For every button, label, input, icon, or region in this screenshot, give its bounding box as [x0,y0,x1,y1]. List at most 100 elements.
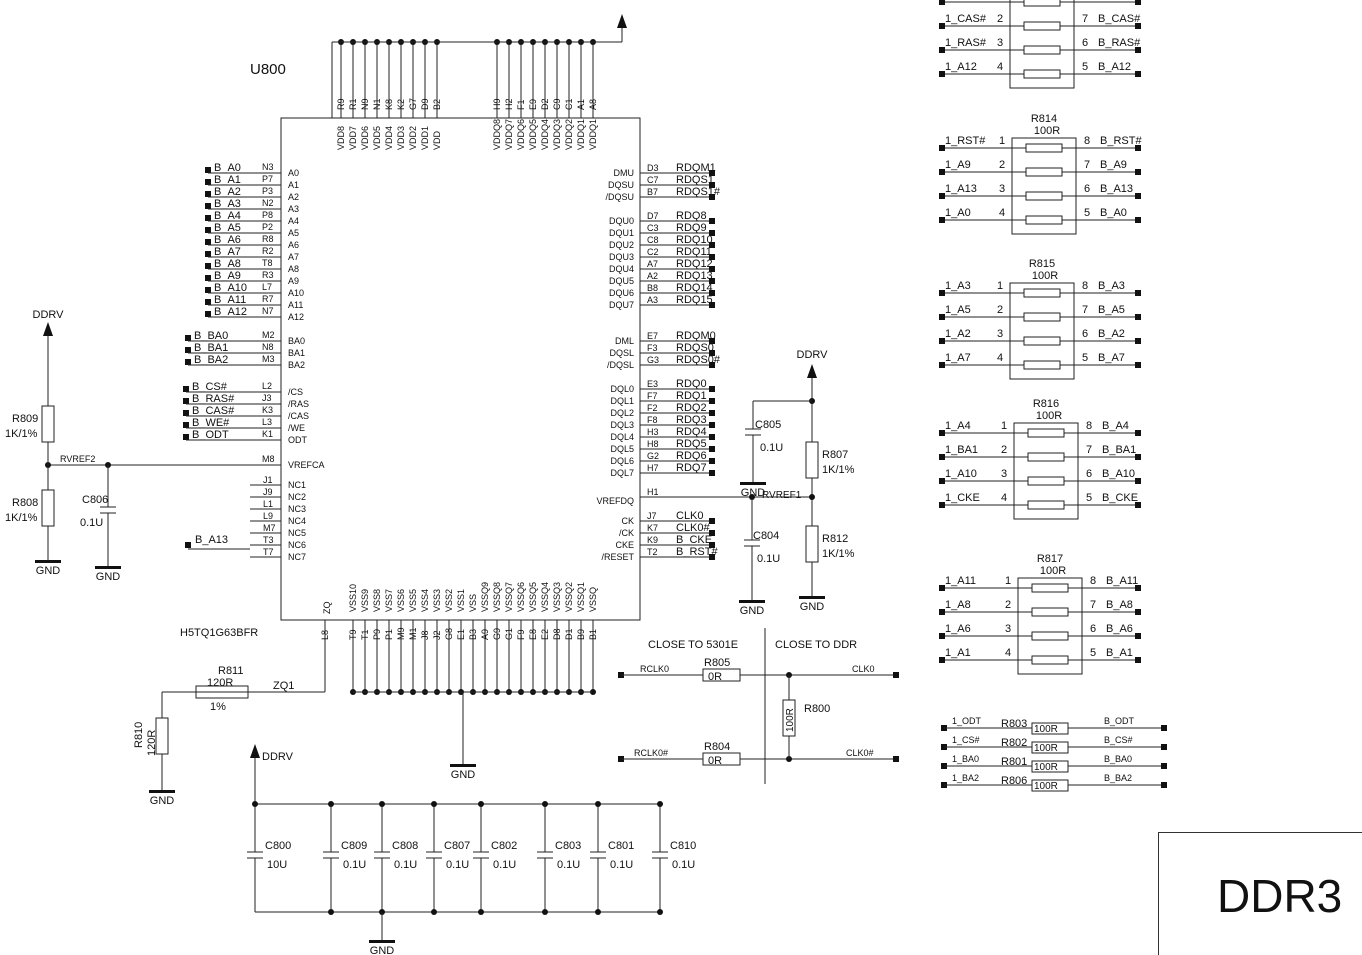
net-terminal [205,191,211,197]
net-label: B_A0 [214,162,241,174]
ground-symbol [369,940,395,943]
pin-number: A9 [480,629,490,640]
part-ref: R809 [12,413,38,425]
pin-name: VSS3 [432,589,442,612]
net-terminal [709,338,715,344]
net-label: 1_CKE [945,492,980,504]
part-ref: R815 [1029,258,1055,270]
net-terminal [709,278,715,284]
net-label: 1_A12 [945,61,977,73]
net-label: B_CAS# [1098,13,1141,25]
net-terminal [1135,657,1141,663]
net-terminal [1161,763,1167,769]
pin-name: VSSQ8 [492,582,502,612]
power-arrow [617,14,627,28]
resistor-r808 [41,489,55,527]
resistor-element [1025,167,1063,177]
pin-number: 5 [1090,647,1096,659]
pin-number: P1 [384,629,394,640]
part-value: 1K/1% [822,548,855,560]
net-terminal [939,338,945,344]
pin-name: DML [615,336,634,346]
pin-name: DQU2 [609,240,634,250]
pin-number: L8 [320,630,330,640]
resistor-element [1027,500,1065,510]
pin-name: VSS10 [348,584,358,612]
title-block: DDR3 [1158,832,1362,955]
net-label: B_BA0 [1104,754,1132,764]
net-terminal [939,362,945,368]
part-ref: C802 [491,840,517,852]
pin-name: /CK [619,528,634,538]
pin-number: R8 [262,234,274,244]
net-label: B_BA2 [194,354,228,366]
pin-number: C3 [647,223,659,233]
pin-name: DQU5 [609,276,634,286]
part-value: 1K/1% [822,464,855,476]
net-terminal [939,169,945,175]
net-label: 1_A11 [945,575,976,587]
ground-symbol [740,482,766,485]
pin-number: F7 [647,391,658,401]
net-terminal [205,239,211,245]
gnd-label: GND [451,769,476,781]
pin-number: E2 [540,629,550,640]
pin-number: K3 [262,405,273,415]
net-terminal [709,542,715,548]
pin-name: NC2 [288,492,306,502]
net-label: B_RAS# [192,393,235,405]
pin-name: NC4 [288,516,306,526]
pin-number: 6 [1082,37,1088,49]
pin-number: R2 [262,246,274,256]
net-terminal [1161,744,1167,750]
pin-number: H2 [504,98,514,110]
pin-number: M1 [408,627,418,640]
net-terminal [1135,217,1141,223]
net-label: RDQ11 [676,246,712,258]
pin-name: VSS1 [456,589,466,612]
pin-number: 6 [1082,328,1088,340]
net-terminal [185,347,191,353]
pin-number: 8 [1084,135,1090,147]
pin-number: L1 [263,499,273,509]
pin-number: E8 [528,629,538,640]
net-label: 1_A7 [945,352,971,364]
net-label: 1_CS# [952,735,980,745]
junction-dot [478,801,484,807]
part-ref: C805 [755,419,781,431]
resistor-pack-body [1009,282,1075,380]
net-terminal [1135,478,1141,484]
net-terminal [709,518,715,524]
junction-dot [595,801,601,807]
pin-number: 5 [1082,352,1088,364]
part-ref: R807 [822,449,848,461]
part-value: 120R [146,730,158,756]
resistor-element [1023,336,1061,346]
junction-dot [542,801,548,807]
part-ref: C803 [555,840,581,852]
junction-dot [809,494,815,500]
net-label: 1_A3 [945,280,971,292]
ground-symbol [450,764,476,767]
pin-number: B7 [647,187,658,197]
pin-number: 2 [1005,599,1011,611]
pin-name: /DQSU [605,192,634,202]
resistor-pack-body [1009,0,1075,89]
pin-name: DQU3 [609,252,634,262]
pin-name: VDDQ2 [564,119,574,150]
pin-number: M2 [262,330,275,340]
pin-name: DQSL [609,348,634,358]
net-label: B_A2 [214,186,241,198]
part-value: 100R [785,708,796,732]
pin-number: K8 [384,99,394,110]
pin-number: K7 [647,523,658,533]
pin-number: C1 [564,98,574,110]
net-label: B_CS# [1104,735,1133,745]
net-label: B_A9 [1100,159,1127,171]
pin-number: 1 [999,135,1005,147]
gnd-label: GND [740,605,765,617]
net-terminal [709,266,715,272]
pin-number: C7 [647,175,659,185]
pin-number: H8 [647,439,659,449]
pin-name: VDDQ6 [516,119,526,150]
